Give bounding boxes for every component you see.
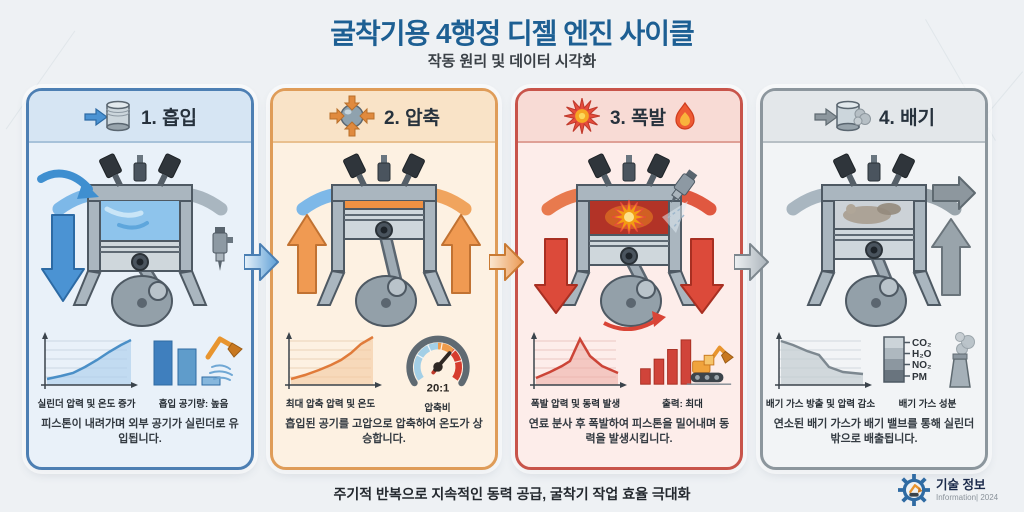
excavator-arm-icon <box>205 336 243 360</box>
compression-ratio-value: 20:1 <box>426 382 449 394</box>
engine-illustration-intake <box>29 143 251 331</box>
flow-arrow-power-to-exhaust <box>734 243 769 281</box>
excavator-icon <box>686 345 734 385</box>
power-output-chart-label: 출력: 최대 <box>662 399 703 410</box>
logo-subtitle: Information| 2024 <box>936 492 999 502</box>
compression-sphere-icon <box>329 95 375 137</box>
panel-compression-description: 흡입된 공기를 고압으로 압축하여 온도가 상승합니다. <box>285 418 483 445</box>
gas-label-pm: PM <box>912 372 927 383</box>
power-output-chart: 출력: 최대 <box>629 331 736 410</box>
flow-arrow-compression-to-power <box>489 243 524 281</box>
compression-pressure-chart-label: 최대 압축 압력 및 온도 <box>285 399 376 410</box>
exhaust-composition-chart-label: 배기 가스 성분 <box>898 399 957 410</box>
flow-arrow-intake-to-compression <box>244 243 279 281</box>
air-flow-icon <box>208 364 233 381</box>
explosion-burst-icon <box>563 97 600 135</box>
panel-exhaust-description: 연소된 배기 가스가 배기 밸브를 통해 실린더 밖으로 배출됩니다. <box>773 418 975 445</box>
panel-exhaust-title: 4. 배기 <box>878 107 936 129</box>
rotation-arrow-icon <box>652 311 666 327</box>
gas-label-no2: NO₂ <box>912 360 931 371</box>
panel-intake-header: 1. 흡입 <box>29 91 251 143</box>
logo-title: 기술 정보 <box>936 478 986 493</box>
intake-pressure-chart: 실린더 압력 및 온도 증가 <box>33 331 140 410</box>
exhaust-pressure-chart-label: 배기 가스 방출 및 압력 감소 <box>765 399 876 410</box>
exhaust-cylinder-icon <box>814 100 871 132</box>
gas-label-co2: CO₂ <box>912 338 931 349</box>
smoke-cloud-icon <box>853 108 871 126</box>
intake-cylinder-icon <box>84 100 130 132</box>
page-title: 굴착기용 4행정 디젤 엔진 사이클 <box>330 18 695 49</box>
gas-label-h2o: H₂O <box>912 349 932 360</box>
exhaust-pressure-chart: 배기 가스 방출 및 압력 감소 <box>765 331 876 410</box>
intake-pressure-chart-label: 실린더 압력 및 온도 증가 <box>37 399 136 410</box>
engine-illustration-compression <box>273 143 495 331</box>
exhaust-composition-chart: CO₂ H₂O NO₂ PM 배기 가스 성분 <box>874 331 981 410</box>
engine-illustration-power <box>518 143 740 331</box>
footer-summary: 주기적 반복으로 지속적인 동력 공급, 굴착기 작업 효율 극대화 <box>333 486 691 502</box>
power-pressure-chart: 폭발 압력 및 동력 발생 <box>522 331 629 410</box>
panel-intake-title: 1. 흡입 <box>140 107 198 129</box>
fuel-spray-icon <box>662 201 688 233</box>
panel-exhaust: 4. 배기 <box>760 88 988 470</box>
panel-power: 3. 폭발 <box>515 88 743 470</box>
panel-power-title: 3. 폭발 <box>609 107 667 129</box>
panel-exhaust-header: 4. 배기 <box>763 91 985 143</box>
intake-air-volume-chart-label: 흡입 공기량: 높음 <box>158 399 229 410</box>
panel-compression-header: 2. 압축 <box>273 91 495 143</box>
gear-excavator-icon <box>898 474 930 506</box>
panel-intake-description: 피스톤이 내려가며 외부 공기가 실린더로 유입됩니다. <box>41 418 239 445</box>
fuel-injector-icon <box>670 169 698 204</box>
panel-power-header: 3. 폭발 <box>518 91 740 143</box>
power-pressure-chart-label: 폭발 압력 및 동력 발생 <box>530 399 621 410</box>
chimney-icon <box>948 332 975 388</box>
intake-air-volume-chart: 흡입 공기량: 높음 <box>140 331 247 410</box>
engine-illustration-exhaust <box>763 143 985 331</box>
compression-ratio-gauge: 20:1 압축비 <box>384 331 491 414</box>
fuel-injector-icon <box>212 227 233 271</box>
compression-pressure-chart: 최대 압축 압력 및 온도 <box>277 331 384 410</box>
page-subtitle: 작동 원리 및 데이터 시각화 <box>427 53 597 70</box>
compression-ratio-label: 압축비 <box>424 403 451 414</box>
panel-compression: 2. 압축 <box>270 88 498 470</box>
brand-logo: 기술 정보 Information| 2024 <box>898 474 998 506</box>
flame-icon <box>675 102 695 130</box>
panel-compression-title: 2. 압축 <box>383 107 441 129</box>
panel-power-description: 연료 분사 후 폭발하여 피스톤을 밀어내며 동력을 발생시킵니다. <box>528 418 730 445</box>
panel-intake: 1. 흡입 <box>26 88 254 470</box>
